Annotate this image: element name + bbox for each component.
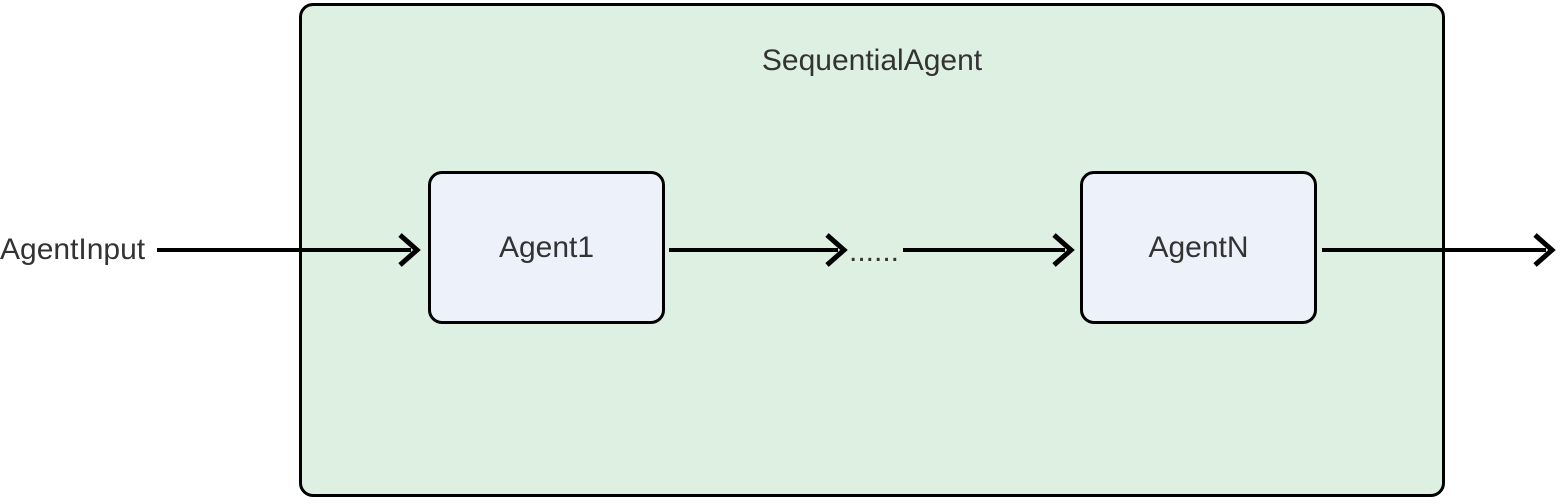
node-agent1-label: Agent1 <box>498 230 595 264</box>
agent-input-label: AgentInput <box>0 233 146 266</box>
node-agentn-label: AgentN <box>1148 230 1249 264</box>
subgraph-title: SequentialAgent <box>761 44 983 77</box>
node-agent1: Agent1 <box>428 171 665 324</box>
ellipsis-label: ...... <box>848 235 900 268</box>
node-agentn: AgentN <box>1080 171 1317 324</box>
